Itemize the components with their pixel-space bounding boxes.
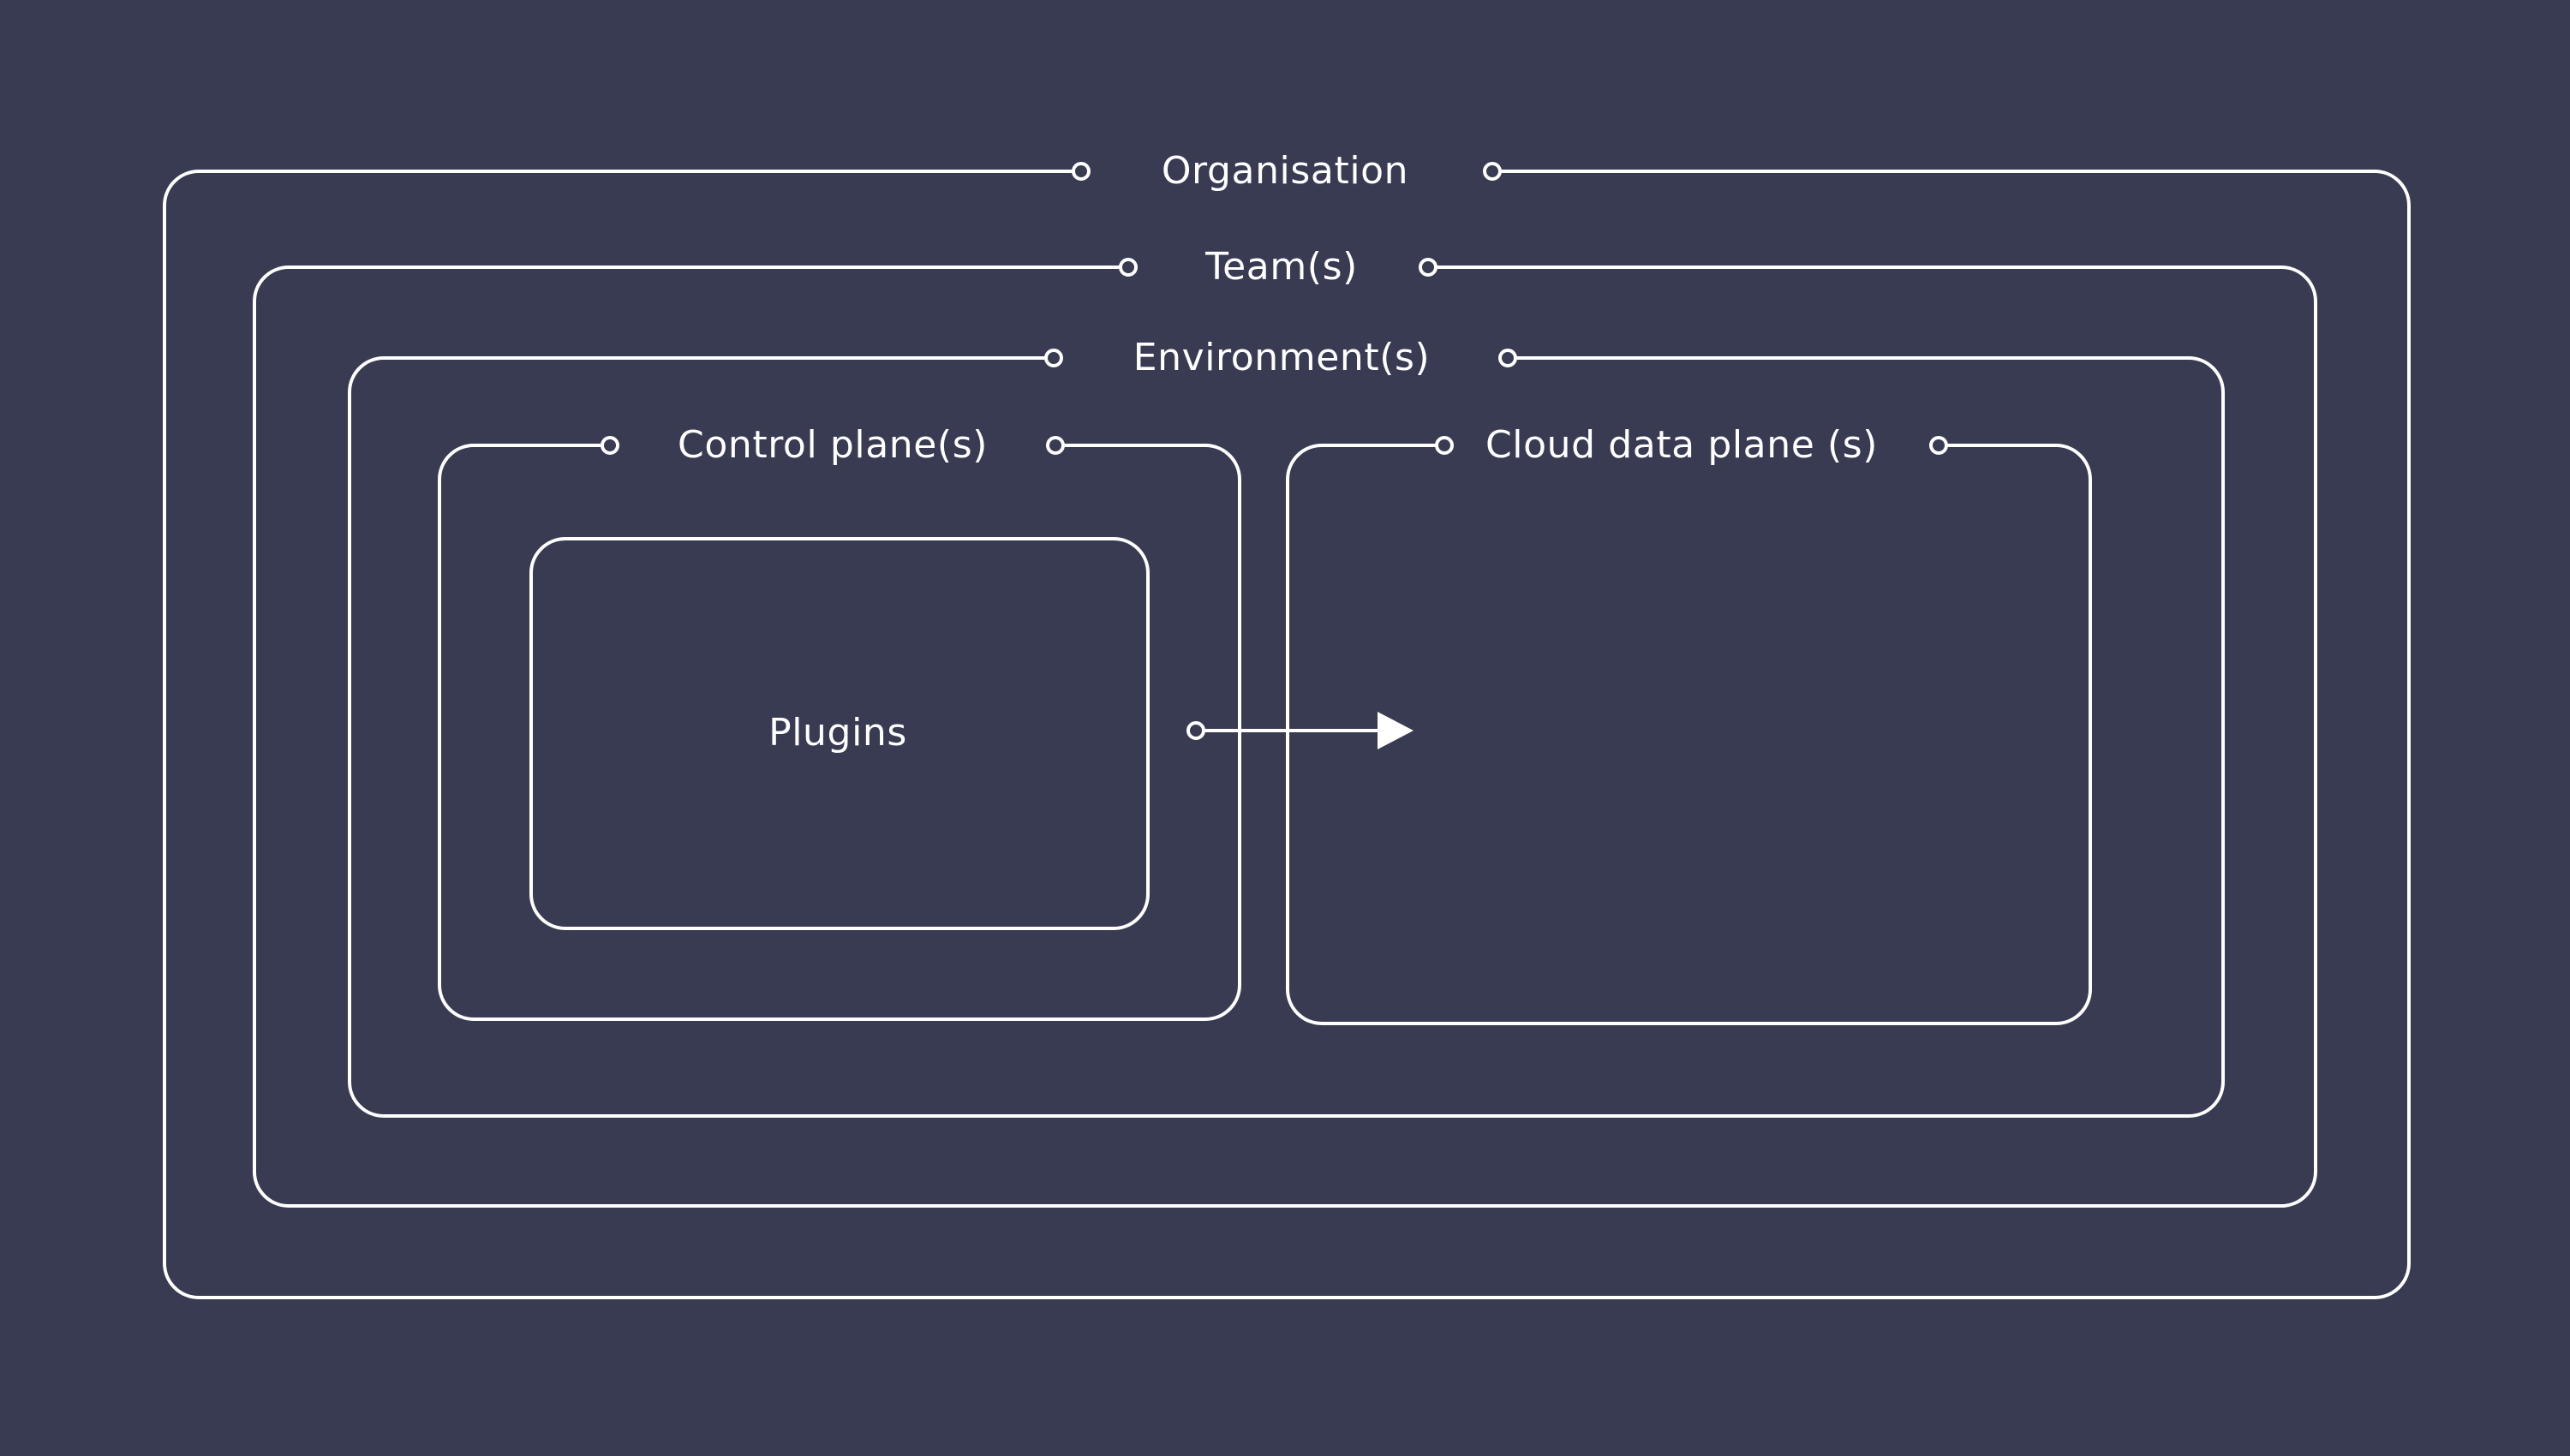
organisation-boundary-group[interactable]: Organisation [163, 149, 2411, 1299]
control-plane-connector-dot-left [601, 436, 619, 455]
team-connector-dot-left [1119, 258, 1138, 277]
environment-boundary-group[interactable]: Environment(s) [348, 336, 2225, 1118]
cloud-data-plane-connector-dot-left [1435, 436, 1454, 455]
control-plane-label: Control plane(s) [678, 423, 988, 467]
cloud-data-plane-label: Cloud data plane (s) [1485, 423, 1878, 467]
organisation-boundary-outline [163, 170, 2411, 1299]
cloud-data-plane-boundary-group[interactable]: Cloud data plane (s) [1286, 423, 2092, 1025]
environment-connector-dot-left [1044, 349, 1063, 367]
team-connector-dot-right [1419, 258, 1437, 277]
arrow-source-dot [1186, 721, 1205, 740]
organisation-connector-dot-right [1483, 162, 1502, 181]
cloud-data-plane-boundary-outline [1286, 444, 2092, 1025]
arrow-head-icon [1378, 712, 1414, 749]
control-plane-boundary-group[interactable]: Control plane(s) [438, 423, 1241, 1021]
plugins-box-outline [529, 537, 1150, 930]
plugins-label: Plugins [768, 711, 907, 755]
environment-boundary-outline [348, 356, 2225, 1118]
environment-label: Environment(s) [1133, 336, 1431, 379]
environment-connector-dot-right [1498, 349, 1517, 367]
plugins-to-cloud-data-plane-arrow [1186, 712, 1414, 749]
control-plane-boundary-outline [438, 444, 1241, 1021]
organisation-label: Organisation [1162, 149, 1408, 193]
cloud-data-plane-connector-dot-right [1929, 436, 1948, 455]
team-label: Team(s) [1204, 245, 1358, 289]
team-boundary-outline [253, 266, 2317, 1208]
plugins-node-group[interactable]: Plugins [529, 537, 1150, 930]
control-plane-connector-dot-right [1046, 436, 1065, 455]
team-boundary-group[interactable]: Team(s) [253, 245, 2317, 1208]
organisation-connector-dot-left [1072, 162, 1091, 181]
